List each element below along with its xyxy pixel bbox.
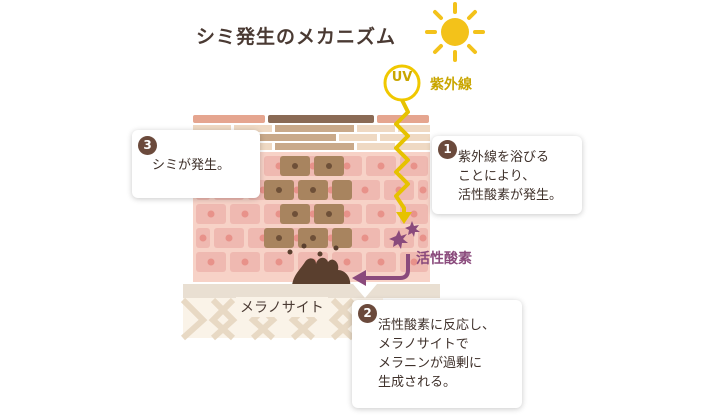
melanocyte bbox=[292, 257, 351, 288]
step-3-number: 3 bbox=[138, 136, 157, 155]
cell-nucleus bbox=[361, 234, 369, 242]
sun-icon bbox=[425, 2, 485, 62]
cell-nucleus bbox=[419, 186, 427, 194]
cell-nucleus bbox=[419, 234, 427, 242]
cell-nucleus bbox=[410, 162, 418, 170]
step-3-bubble: 3 シミが発生。 bbox=[132, 130, 260, 198]
step-1-number: 1 bbox=[438, 140, 457, 159]
uv-ray bbox=[383, 64, 421, 224]
cell-nucleus bbox=[361, 186, 369, 194]
step-2-number: 2 bbox=[358, 304, 377, 323]
page-title: シミ発生のメカニズム bbox=[196, 26, 397, 48]
step-2-text: 活性酸素に反応し、 メラノサイトで メラニンが過剰に 生成される。 bbox=[378, 316, 495, 392]
cell-nucleus bbox=[207, 258, 215, 266]
cell-nucleus bbox=[275, 258, 283, 266]
cell-nucleus bbox=[241, 258, 249, 266]
step-3-text: シミが発生。 bbox=[152, 156, 230, 175]
melanin-column bbox=[264, 156, 352, 268]
step-line: シミが発生。 bbox=[152, 158, 231, 173]
cell-nucleus bbox=[343, 210, 351, 218]
cell-nucleus bbox=[343, 258, 351, 266]
cell-nucleus bbox=[241, 210, 249, 218]
cell-nucleus bbox=[410, 210, 418, 218]
cell-nucleus bbox=[377, 258, 385, 266]
reactive-oxygen-icon bbox=[389, 221, 420, 249]
melanocyte-label: メラノサイト bbox=[236, 297, 328, 317]
cell-nucleus bbox=[377, 210, 385, 218]
step-line: メラノサイトで bbox=[378, 337, 469, 352]
cell-nucleus bbox=[377, 162, 385, 170]
cell-nucleus bbox=[199, 234, 207, 242]
step-line: メラニンが過剰に bbox=[378, 356, 483, 371]
cell-nucleus bbox=[225, 234, 233, 242]
reactive-oxygen-label: 活性酸素 bbox=[416, 251, 472, 267]
step-line: 活性酸素が発生。 bbox=[458, 188, 563, 203]
uv-badge: UV bbox=[391, 70, 413, 85]
step-line: 生成される。 bbox=[378, 375, 457, 390]
step-line: ことにより、 bbox=[458, 169, 536, 184]
step-2-bubble: 2 活性酸素に反応し、 メラノサイトで メラニンが過剰に 生成される。 bbox=[352, 300, 522, 408]
uv-label: 紫外線 bbox=[430, 77, 472, 93]
step-1-text: 紫外線を浴びる ことにより、 活性酸素が発生。 bbox=[458, 148, 562, 205]
cell-nucleus bbox=[343, 162, 351, 170]
dermis bbox=[180, 284, 440, 341]
cell-nucleus bbox=[207, 210, 215, 218]
step-1-bubble: 1 紫外線を浴びる ことにより、 活性酸素が発生。 bbox=[432, 136, 582, 214]
reaction-arrow bbox=[352, 254, 410, 286]
step-line: 活性酸素に反応し、 bbox=[378, 318, 496, 333]
step-line: 紫外線を浴びる bbox=[458, 150, 550, 165]
cell-nucleus bbox=[410, 258, 418, 266]
